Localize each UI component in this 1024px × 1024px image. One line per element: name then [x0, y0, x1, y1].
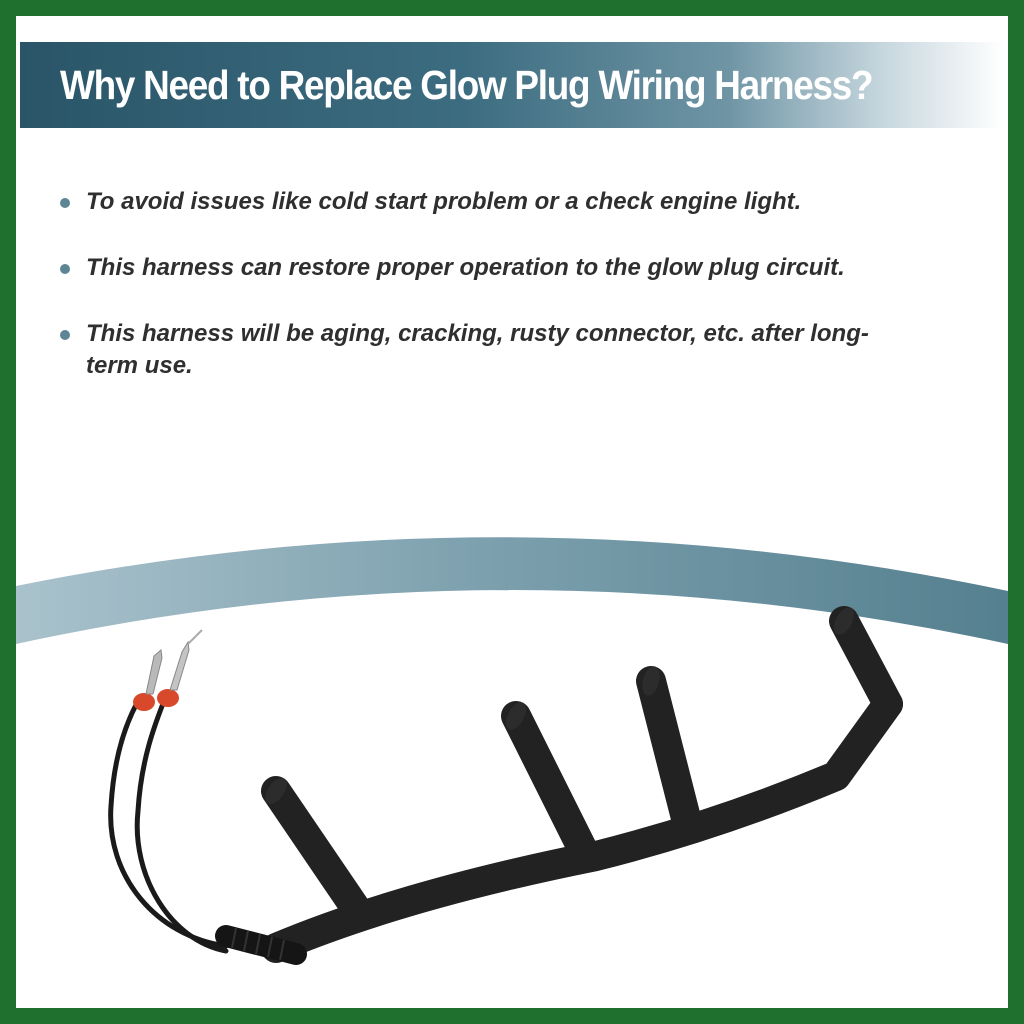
bullet-item: This harness can restore proper operatio…: [60, 252, 880, 284]
bullet-dot-icon: [60, 264, 70, 274]
bullet-item: This harness will be aging, cracking, ru…: [60, 318, 880, 382]
decorative-arc: [16, 537, 1008, 644]
bullet-item: To avoid issues like cold start problem …: [60, 186, 880, 218]
bullet-text: This harness can restore proper operatio…: [86, 254, 845, 281]
harness-image: [108, 606, 903, 965]
bullet-text: To avoid issues like cold start problem …: [86, 188, 802, 215]
bullet-dot-icon: [60, 198, 70, 208]
page-frame: Why Need to Replace Glow Plug Wiring Har…: [16, 16, 1008, 1008]
bullet-list: To avoid issues like cold start problem …: [60, 186, 880, 416]
title-banner: Why Need to Replace Glow Plug Wiring Har…: [20, 42, 1004, 128]
bullet-text: This harness will be aging, cracking, ru…: [86, 320, 869, 379]
bullet-dot-icon: [60, 330, 70, 340]
page-title: Why Need to Replace Glow Plug Wiring Har…: [60, 62, 874, 108]
